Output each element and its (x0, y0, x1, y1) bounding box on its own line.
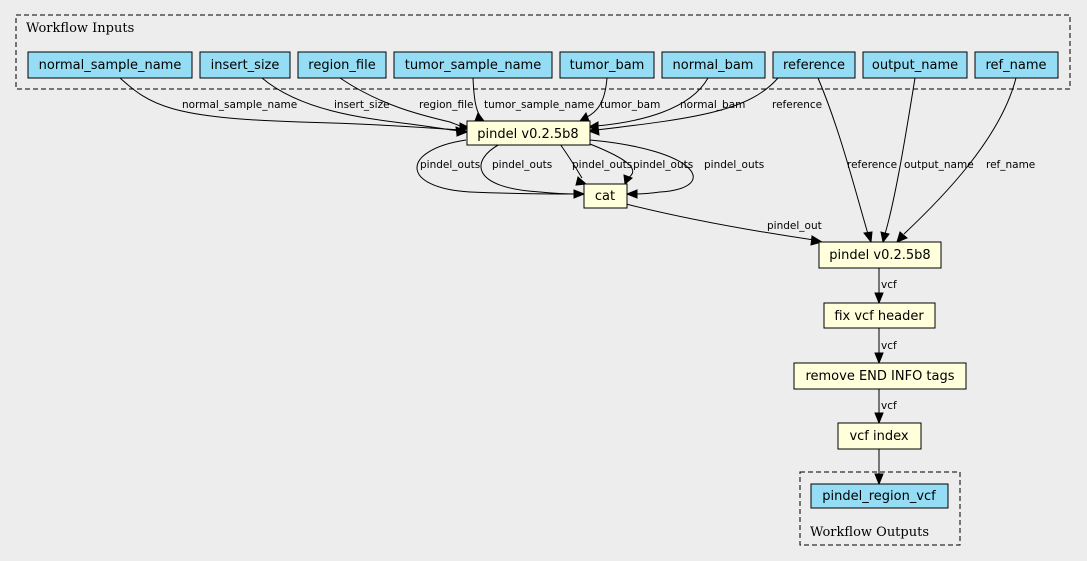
edge-label-pindel-outs-5: pindel_outs (704, 159, 764, 171)
edge-reference-pindel1 (595, 77, 779, 131)
input-node-region_file[interactable] (297, 51, 387, 79)
input-node-label: insert_size (211, 58, 280, 73)
input-node-label: reference (783, 58, 845, 73)
step-node-remove-end-info-tags[interactable] (793, 362, 967, 390)
edges (119, 77, 1017, 475)
edge-pindel-outs-4 (589, 143, 634, 179)
step-node-fix-vcf-header[interactable] (823, 302, 936, 329)
input-node-reference[interactable] (772, 51, 856, 79)
step-node-label: pindel v0.2.5b8 (477, 127, 578, 142)
edge-normal_sample_name (119, 77, 461, 131)
edge-label-pindel-outs-3: pindel_outs (572, 159, 632, 171)
input-node-output_name[interactable] (862, 51, 968, 79)
step-node-label: remove END INFO tags (805, 369, 954, 384)
arrowhead (625, 189, 638, 199)
input-node-label: normal_bam (673, 58, 754, 73)
edge-label-pindel-outs-1: pindel_outs (420, 159, 480, 171)
edge-label-reference-pindel2: reference (847, 159, 897, 171)
arrowhead (874, 412, 884, 425)
arrowhead (623, 174, 633, 185)
input-node-label: ref_name (985, 58, 1046, 73)
workflow-inputs-label: Workflow Inputs (26, 21, 134, 36)
edge-pindel-out (625, 203, 815, 241)
step-node-pindel-1[interactable] (466, 120, 591, 146)
edge-label-pindel-outs-4: pindel_outs (633, 159, 693, 171)
arrowhead (880, 231, 890, 244)
step-node-label: pindel v0.2.5b8 (829, 248, 930, 263)
edge-label-insert_size: insert_size (334, 99, 390, 111)
step-node-pindel-2[interactable] (818, 241, 942, 269)
step-node-cat[interactable] (583, 183, 628, 209)
arrowhead (575, 176, 588, 186)
step-node-label: vcf index (849, 429, 908, 444)
step-node-vcf-index[interactable] (837, 422, 922, 450)
edge-ref_name (903, 77, 1017, 235)
input-node-label: tumor_sample_name (405, 58, 541, 73)
edge-label-normal_bam: normal_bam (680, 99, 745, 111)
workflow-outputs-label: Workflow Outputs (810, 525, 929, 540)
input-node-normal_bam[interactable] (661, 51, 766, 79)
input-node-label: normal_sample_name (39, 58, 182, 73)
arrowhead (573, 189, 586, 199)
edge-label-vcf-1: vcf (881, 279, 897, 291)
edge-label-vcf-3: vcf (881, 400, 897, 412)
edge-label-pindel-outs-2: pindel_outs (492, 159, 552, 171)
edge-label-tumor_sample_name: tumor_sample_name (484, 99, 594, 111)
edge-insert_size (261, 77, 461, 132)
step-node-label: fix vcf header (834, 309, 924, 324)
edge-label-vcf-2: vcf (881, 340, 897, 352)
arrowhead (459, 122, 472, 132)
input-node-label: region_file (308, 58, 375, 73)
edge-pindel-outs-1 (416, 139, 578, 195)
edge-pindel-outs-2 (480, 143, 578, 195)
input-node-tumor_bam[interactable] (559, 51, 655, 79)
step-node-label: cat (595, 189, 615, 204)
workflow-inputs-cluster (15, 14, 1071, 90)
edge-reference-pindel2 (817, 77, 869, 235)
edge-tumor_sample_name (472, 77, 481, 117)
arrowhead (874, 292, 884, 305)
edge-pindel-outs-5 (589, 139, 694, 195)
edge-label-normal_sample_name: normal_sample_name (182, 99, 297, 111)
edge-labels: normal_sample_name insert_size region_fi… (182, 99, 1035, 412)
input-node-label: tumor_bam (570, 58, 645, 73)
edge-pindel-outs-3 (559, 143, 583, 179)
edge-label-reference-pindel1: reference (772, 99, 822, 111)
input-node-label: output_name (872, 58, 958, 73)
output-node-pindel_region_vcf[interactable] (810, 483, 949, 509)
arrowhead (874, 352, 884, 365)
edge-normal_bam (595, 77, 709, 127)
step-nodes: pindel v0.2.5b8 cat pindel v0.2.5b8 fix … (466, 120, 967, 450)
edge-label-output_name: output_name (904, 159, 974, 171)
arrowhead (896, 231, 908, 243)
edge-label-tumor_bam: tumor_bam (600, 99, 660, 111)
input-nodes: normal_sample_name insert_size region_fi… (27, 51, 1059, 79)
arrowhead (579, 111, 590, 122)
edge-label-ref_name: ref_name (986, 159, 1035, 171)
edge-tumor_bam (584, 77, 608, 119)
edge-label-pindel-out: pindel_out (767, 220, 822, 232)
input-node-ref_name[interactable] (974, 51, 1059, 79)
workflow-outputs-cluster (799, 471, 961, 546)
arrowheads (455, 111, 908, 486)
input-node-tumor_sample_name[interactable] (393, 51, 553, 79)
edge-label-region_file: region_file (419, 99, 473, 111)
arrowhead (874, 473, 884, 486)
arrowhead (474, 111, 485, 122)
edge-region_file (339, 77, 461, 127)
input-node-normal_sample_name[interactable] (27, 51, 193, 79)
edge-output_name (884, 77, 916, 235)
arrowhead (863, 231, 873, 244)
arrowhead (587, 125, 600, 136)
input-node-insert_size[interactable] (199, 51, 291, 79)
output-node-label: pindel_region_vcf (822, 489, 936, 504)
